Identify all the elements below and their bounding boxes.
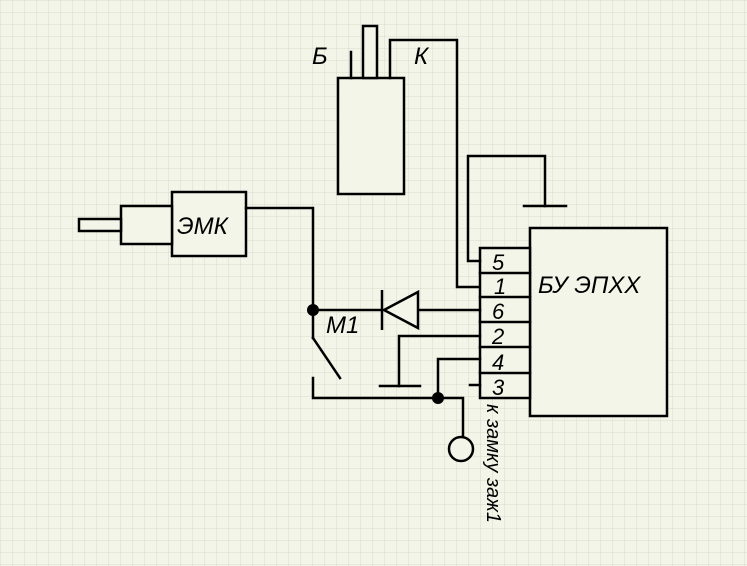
pin-3: 3 [492, 375, 505, 400]
label-valve: ЭМК [177, 213, 230, 240]
ignition-coil [336, 76, 406, 196]
label-switch: М1 [326, 312, 359, 339]
pin2-wire [397, 334, 482, 388]
label-ignition-note: к замку заж1 [482, 404, 504, 523]
junction-pin4 [432, 392, 444, 404]
valve-needle [77, 217, 123, 233]
diode [380, 289, 420, 331]
pin-2: 2 [491, 324, 504, 349]
label-b: Б [312, 43, 328, 70]
pin-1: 1 [494, 274, 506, 299]
pin-6: 6 [492, 299, 505, 324]
valve-cap [119, 204, 174, 246]
pin4-wire [436, 357, 482, 400]
valve-wire [244, 206, 315, 312]
ignition-terminal [447, 435, 475, 463]
coil-hv-terminal [361, 24, 379, 80]
control-unit-box [528, 226, 669, 418]
terminal-k-wire [388, 38, 482, 289]
valve-body [170, 190, 248, 258]
label-k: К [414, 43, 430, 70]
pin-4: 4 [492, 350, 504, 375]
pin5-wire [466, 154, 547, 263]
label-control-unit: БУ ЭПХХ [538, 272, 641, 299]
switch-bottom-wire [311, 376, 465, 439]
diode-triangle [381, 289, 420, 331]
pin-5: 5 [492, 250, 505, 275]
switch-blade [311, 336, 342, 380]
junction-m1 [307, 304, 319, 316]
